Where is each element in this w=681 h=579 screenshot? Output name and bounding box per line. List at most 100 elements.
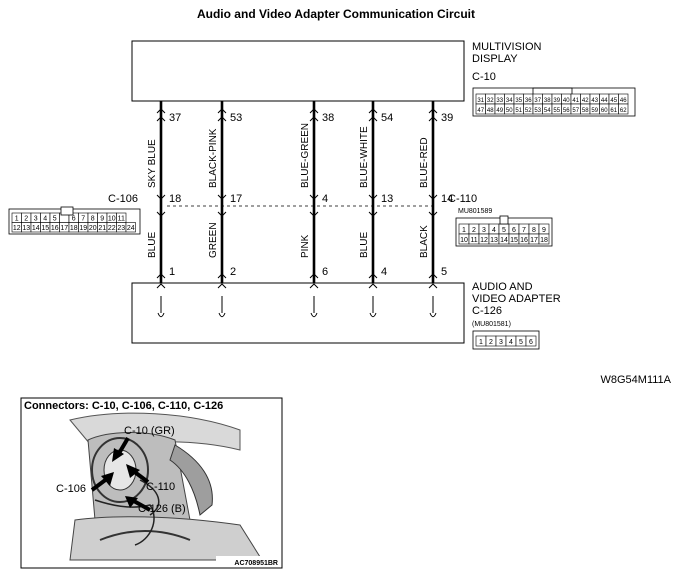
connector-arrows [90, 436, 151, 512]
c126-pin-cell-label: 3 [499, 339, 503, 346]
wire-terminal-mark [157, 296, 165, 318]
c10-pin-cell-label: 57 [572, 108, 579, 114]
c110-lock-tab [499, 215, 509, 225]
wire-junction-mark [368, 194, 378, 217]
wire-junction-mark [217, 194, 227, 217]
wire-bottom-pin: 5 [441, 266, 447, 278]
c106-pin-cell-label: 21 [98, 225, 106, 232]
c106-pin-cell-label: 22 [108, 225, 116, 232]
adapter-name-line1: AUDIO AND [472, 281, 533, 293]
c10-pin-cell-label: 47 [477, 108, 484, 114]
c10-pin-cell-label: 31 [477, 98, 484, 104]
c10-pin-cell-label: 52 [525, 108, 532, 114]
c10-pin-cell-label: 46 [620, 98, 627, 104]
c110-pin-cell [538, 233, 550, 245]
c106-pin-cell-label: 10 [108, 216, 116, 223]
c10-pin-cell-label: 48 [487, 108, 494, 114]
adapter-part-number: (MU801581) [472, 321, 511, 328]
wire-connector-mark [217, 108, 227, 122]
c10-pin-cell-label: 45 [610, 98, 617, 104]
wire-terminal-mark [429, 296, 437, 318]
c126-pin-cell-label: 1 [479, 339, 483, 346]
c126-pin-cell [525, 335, 537, 347]
c10-pin-cell-label: 55 [553, 108, 560, 114]
photo-callout-c126: C-126 (B) [138, 503, 186, 515]
wire-bottom-color: GREEN [208, 222, 219, 258]
c110-pin-cell-label: 14 [500, 237, 508, 244]
c110-pin-cell-label: 5 [502, 227, 506, 234]
c106-pin-cell-label: 23 [117, 225, 125, 232]
c106-pin-cell-label: 24 [127, 225, 135, 232]
wire-top-pin: 39 [441, 112, 453, 124]
wire-mid-pin: 4 [322, 193, 328, 205]
c10-pin-cell-label: 61 [610, 108, 617, 114]
wire-top-color: BLUE-WHITE [359, 126, 370, 188]
wire-top-pin: 37 [169, 112, 181, 124]
photo-code-backdrop [216, 556, 280, 566]
wire-terminal-mark [218, 296, 226, 318]
c106-pin-cell-label: 1 [15, 216, 19, 223]
c10-pin-cell-label: 58 [582, 108, 589, 114]
wire-top-color: SKY BLUE [147, 139, 158, 188]
wire-top-color: BLUE-GREEN [300, 123, 311, 188]
c106-pin-cell-label: 2 [24, 216, 28, 223]
c10-pin-cell-label: 44 [601, 98, 608, 104]
c110-pin-cell-label: 8 [532, 227, 536, 234]
wire-top-color: BLUE-RED [419, 137, 430, 188]
wire-mid-pin: 14 [441, 193, 453, 205]
wire-top-pin: 38 [322, 112, 334, 124]
wire-bottom-color: BLACK [419, 225, 430, 258]
c10-pin-cell-label: 50 [506, 108, 513, 114]
c126-pin-cell-label: 4 [509, 339, 513, 346]
c106-pin-cell-label: 6 [72, 216, 76, 223]
c110-pin-cell-label: 3 [482, 227, 486, 234]
c106-pin-cell-label: 11 [118, 216, 125, 223]
photo-callout-c110: C-110 [146, 481, 175, 493]
photo-callout-c10: C-10 (GR) [124, 425, 175, 437]
c126-housing [472, 330, 540, 350]
c106-housing [8, 208, 141, 235]
c106-pin-cell-label: 16 [51, 225, 59, 232]
c10-pin-cell-label: 59 [591, 108, 598, 114]
photo-code: AC708951BR [234, 560, 278, 567]
c10-pin-cell-label: 62 [620, 108, 627, 114]
c106-lock-tab [60, 206, 74, 216]
wire-top-pin: 53 [230, 112, 242, 124]
c106-pin-cell-label: 5 [53, 216, 57, 223]
photo-callout-c106: C-106 [56, 483, 86, 495]
c110-pin-cell-label: 12 [480, 237, 488, 244]
c106-pin-cell-label: 8 [91, 216, 95, 223]
c106-pin-cell-label: 18 [70, 225, 78, 232]
diagram-code: W8G54M111A [600, 374, 671, 386]
adapter-connector-label: C-126 [472, 305, 502, 317]
c10-pin-cell-label: 35 [515, 98, 522, 104]
c106-pin-cell-label: 7 [81, 216, 85, 223]
c10-pin-cell-label: 38 [544, 98, 551, 104]
c126-pin-cell-label: 6 [529, 339, 533, 346]
c10-lock-tab [532, 87, 573, 94]
wire-bottom-pin: 1 [169, 266, 175, 278]
c106-pin-cell-label: 4 [43, 216, 47, 223]
c106-pin-cell-label: 15 [41, 225, 49, 232]
c10-pin-cell-label: 40 [563, 98, 570, 104]
c110-pin-cell-label: 4 [492, 227, 496, 234]
wire-junction-mark [156, 194, 166, 217]
wire-bottom-pin: 6 [322, 266, 328, 278]
wire-mid-pin: 13 [381, 193, 393, 205]
wire-connector-mark [428, 273, 438, 289]
c10-pin-cell-label: 42 [582, 98, 589, 104]
c110-pin-cell-label: 2 [472, 227, 476, 234]
wire-connector-mark [309, 108, 319, 122]
c110-pin-cell-label: 15 [510, 237, 518, 244]
c10-pin-cell-label: 43 [591, 98, 598, 104]
c110-pin-cell-label: 16 [520, 237, 528, 244]
c10-pin-cell-label: 36 [525, 98, 532, 104]
wire-top-pin: 54 [381, 112, 393, 124]
c10-pin-cell-label: 32 [487, 98, 494, 104]
wire-mid-pin: 18 [169, 193, 181, 205]
multivision-name-line1: MULTIVISION [472, 41, 542, 53]
